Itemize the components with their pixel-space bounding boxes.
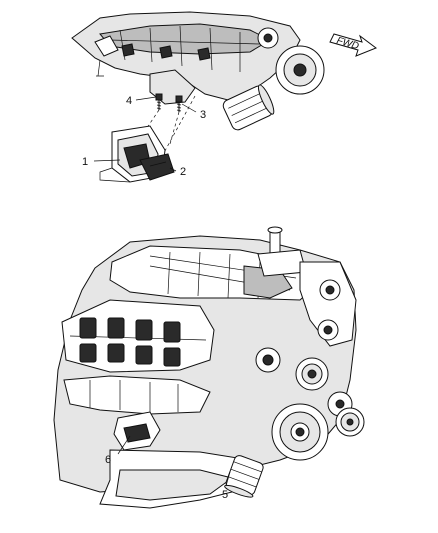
forward-direction-arrow: FWD [329, 33, 378, 57]
engine-mount-bracket-installed [113, 411, 161, 451]
callout-1: 1 [82, 156, 88, 168]
callout-2: 2 [180, 166, 186, 178]
accessory-pulleys [255, 347, 365, 461]
top-detail-view: FWD [71, 11, 378, 183]
engine-partial-top [71, 11, 325, 131]
oil-filter [224, 455, 264, 498]
mount-bolt-3 [175, 95, 183, 112]
mount-bolt-4 [155, 93, 163, 110]
callout-4: 4 [126, 95, 132, 107]
engine-mount-insulator [139, 153, 175, 181]
callout-3: 3 [200, 109, 206, 121]
callout-6: 6 [105, 454, 111, 466]
full-engine-view [53, 226, 365, 509]
callout-5: 5 [222, 489, 228, 501]
fwd-label: FWD [335, 35, 360, 52]
ignition-coils [79, 317, 181, 367]
